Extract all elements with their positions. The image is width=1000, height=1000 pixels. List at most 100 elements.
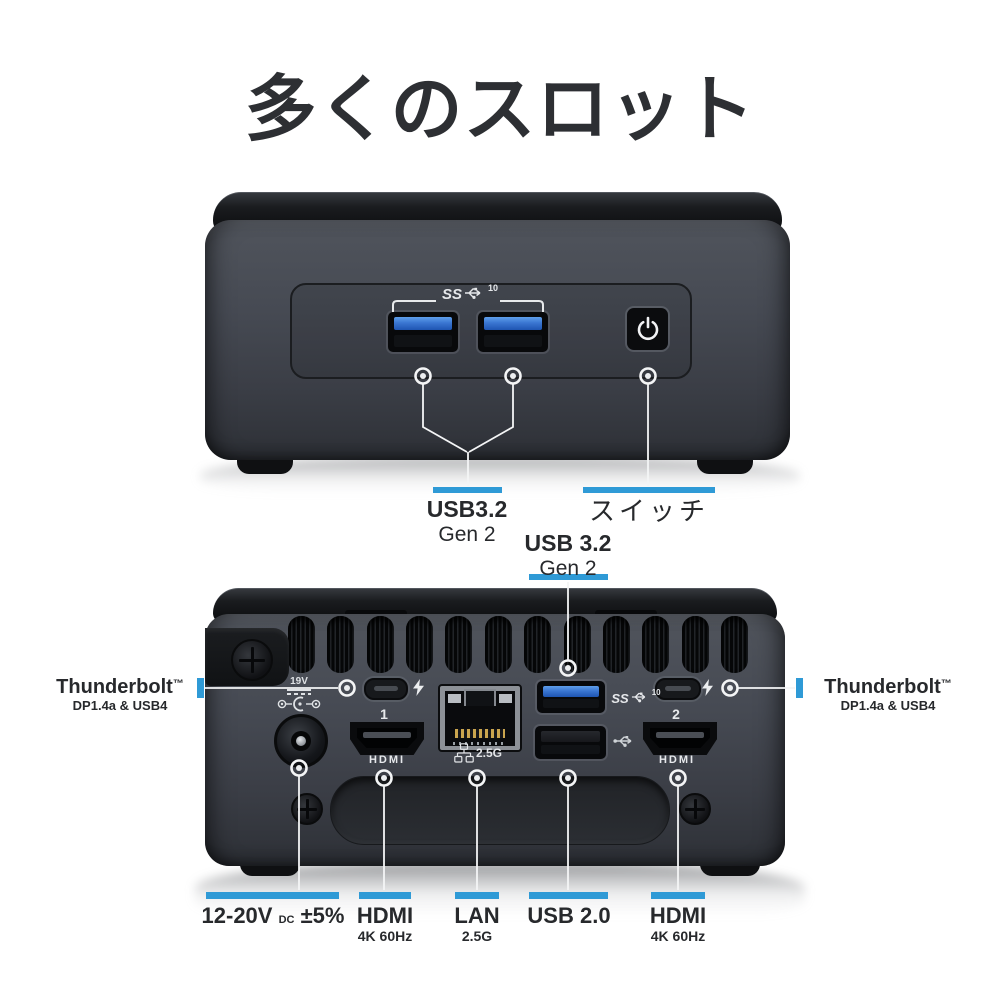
thunderbolt-port-1 [364, 678, 408, 700]
usb-blue-tongue [394, 317, 452, 330]
label-thunderbolt-right: Thunderbolt™ DP1.4a & USB4 [807, 676, 969, 714]
underline-usb32-back [529, 574, 608, 580]
usb-blue-tongue [543, 686, 599, 697]
label-power-dc: DC [278, 914, 295, 926]
ss-text: SS [611, 691, 629, 706]
usb-a-port-front-2 [478, 312, 548, 352]
vent-slot [484, 616, 512, 673]
ss-text: SS [441, 286, 462, 303]
label-usb20: USB 2.0 [519, 903, 619, 929]
lan-port [438, 684, 522, 752]
ss-speed-text: 10 [488, 283, 499, 293]
hdmi-connector [363, 732, 411, 738]
lan-network-icon [454, 743, 474, 763]
hdmi-connector [656, 732, 704, 738]
vent-grille [288, 616, 748, 673]
dc-voltage-marking: 19V [287, 677, 311, 695]
usb-ss10-logo-front: SS 10 [438, 283, 502, 304]
vent-slot [642, 616, 670, 673]
thunderbolt-left-sub: DP1.4a & USB4 [72, 698, 168, 713]
label-usb32-back: USB 3.2 Gen 2 [498, 530, 638, 580]
hdmi-1-word: HDMI [368, 754, 406, 766]
label-hdmi1: HDMI 4K 60Hz [335, 903, 435, 944]
thunderbolt-right-tm: ™ [940, 678, 952, 690]
tick-thunderbolt-left [197, 678, 204, 698]
power-icon [637, 316, 658, 341]
usb-cavity [484, 335, 542, 347]
vent-slot [602, 616, 630, 673]
vent-slot [366, 616, 394, 673]
thunderbolt-right-name: Thunderbolt [824, 676, 941, 698]
hdmi-2-word: HDMI [658, 754, 696, 766]
lightning-icon-2 [702, 679, 713, 696]
tick-thunderbolt-right [796, 678, 803, 698]
label-hdmi2-line2: 4K 60Hz [650, 927, 706, 944]
lightning-icon-1 [413, 679, 424, 696]
usb-a-port-back-32 [537, 681, 605, 713]
label-switch-text: スイッチ [588, 496, 709, 526]
hdmi-opening [357, 728, 417, 748]
thunderbolt-left-tm: ™ [172, 678, 184, 690]
dc-power-jack [274, 714, 328, 768]
label-usb32-back-line1: USB 3.2 [524, 530, 612, 556]
usb-trident-icon [613, 736, 632, 747]
underline-usb20 [529, 892, 608, 899]
label-hdmi1-line1: HDMI [356, 903, 414, 928]
lan-shield-hole [499, 694, 512, 703]
expansion-cover-recess [330, 776, 670, 845]
vent-slot [681, 616, 709, 673]
vent-slot [720, 616, 748, 673]
usb-ss10-logo-back: SS 10 [608, 688, 664, 707]
front-device: SS 10 [205, 190, 790, 480]
vent-slot [288, 616, 315, 673]
vent-slot [406, 616, 434, 673]
underline-hdmi2 [651, 892, 705, 899]
usb-trident-icon [465, 287, 481, 299]
dc-dashed-line [287, 693, 311, 695]
dc-solid-line [287, 689, 311, 691]
usb-dark-tongue [541, 731, 600, 742]
hdmi-port-1 [350, 722, 424, 755]
thunderbolt-1-number: 1 [380, 706, 388, 722]
lan-latch-slot [464, 689, 496, 706]
label-lan-line1: LAN [454, 903, 500, 928]
lan-shield-hole [448, 694, 461, 703]
lan-pin-dots [453, 742, 507, 745]
power-button [627, 308, 668, 350]
vent-slot [524, 616, 552, 673]
usb-a-port-front-1 [388, 312, 458, 352]
usb-a-port-back-20 [535, 726, 606, 759]
back-device: 19V 1 [205, 588, 785, 880]
underline-power [206, 892, 339, 899]
thunderbolt-right-sub: DP1.4a & USB4 [840, 698, 936, 713]
thunderbolt-port-2 [655, 678, 701, 700]
latch-screw [231, 639, 273, 681]
label-lan: LAN 2.5G [427, 903, 527, 944]
label-power-tol: ±5% [300, 903, 345, 928]
vent-slot [327, 616, 355, 673]
underline-usb-front [433, 487, 502, 493]
label-power: 12-20V DC ±5% [191, 903, 355, 929]
page-title: 多くのスロット [244, 70, 756, 150]
usb-blue-tongue [484, 317, 542, 330]
label-usb32-front: USB3.2 Gen 2 [397, 496, 537, 546]
thunderbolt-2-number: 2 [672, 706, 680, 722]
label-usb32-front-line2: Gen 2 [438, 522, 496, 546]
underline-switch [583, 487, 715, 493]
dc-jack-pin [296, 736, 306, 746]
vent-slot [563, 616, 591, 673]
label-usb20-line1: USB 2.0 [527, 903, 611, 928]
dc-voltage-text: 19V [290, 676, 308, 687]
label-hdmi1-line2: 4K 60Hz [357, 927, 413, 944]
usb-cavity [543, 699, 599, 708]
usb-cavity [541, 745, 600, 754]
hdmi-opening [650, 728, 710, 748]
thunderbolt-left-name: Thunderbolt [56, 676, 173, 698]
dc-polarity-icon [277, 696, 321, 712]
label-power-main: 12-20V [201, 903, 273, 928]
case-screw-right [679, 793, 711, 825]
label-usb32-back-line2: Gen 2 [539, 556, 597, 580]
label-usb32-front-line1: USB3.2 [426, 496, 508, 522]
label-lan-line2: 2.5G [461, 927, 493, 944]
